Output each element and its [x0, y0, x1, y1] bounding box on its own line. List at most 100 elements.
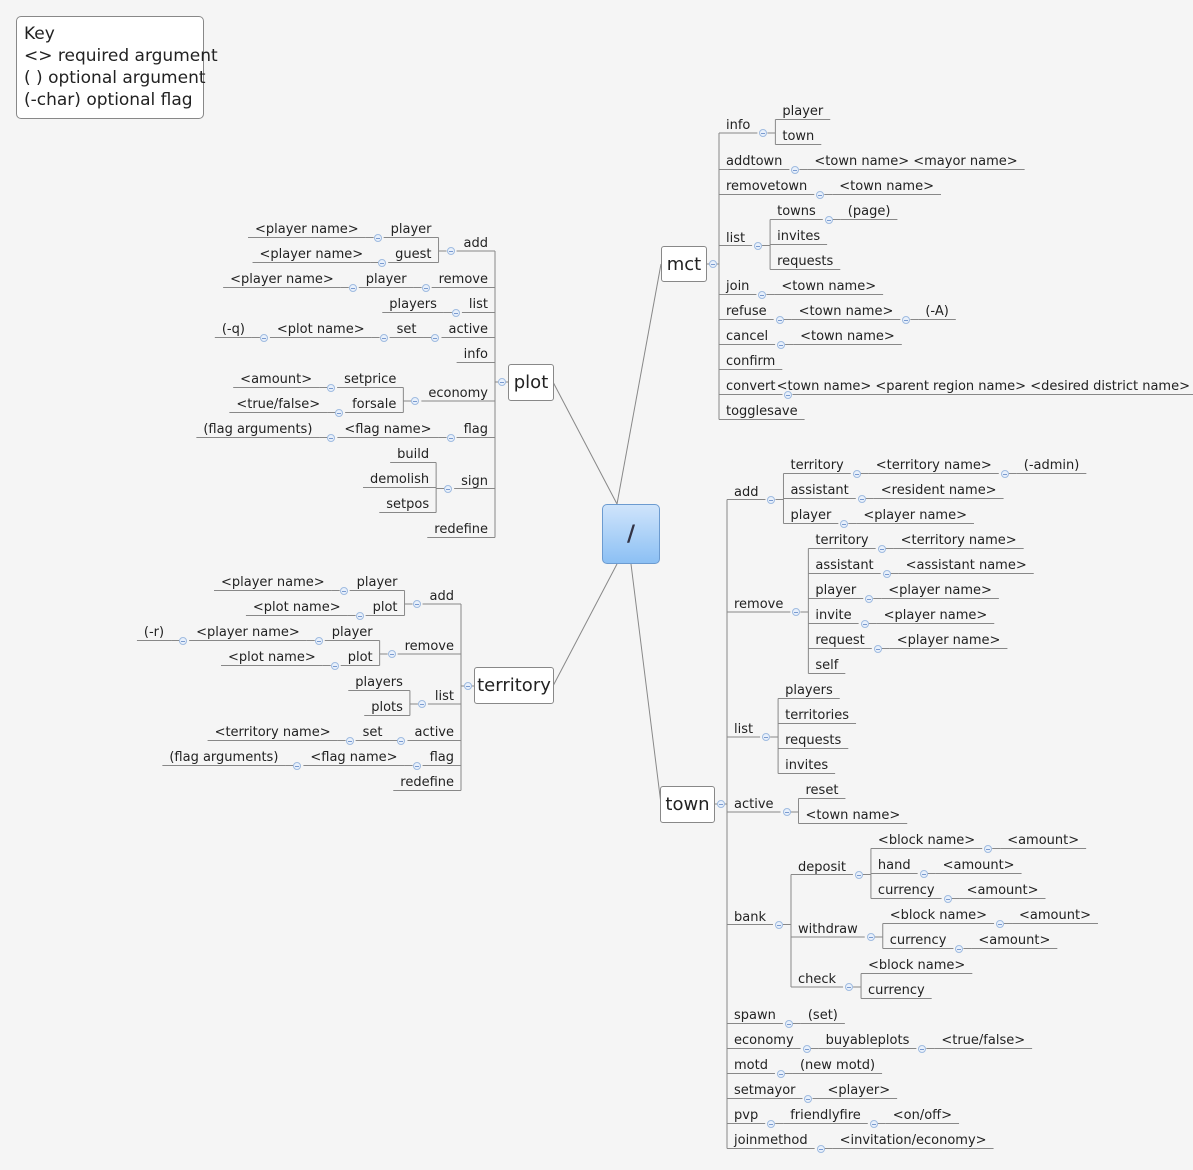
node-invite[interactable]: invite	[815, 607, 852, 623]
collapse-toggle-icon[interactable]	[854, 870, 863, 879]
collapse-toggle-icon[interactable]	[869, 1119, 878, 1128]
node-assistant-name[interactable]: <assistant name>	[905, 557, 1027, 573]
node-plot[interactable]: plot	[372, 599, 398, 615]
collapse-toggle-icon[interactable]	[327, 433, 336, 442]
node-friendlyfire[interactable]: friendlyfire	[790, 1107, 861, 1123]
node-town-name[interactable]: <town name>	[781, 278, 877, 294]
node-territory-name[interactable]: <territory name>	[214, 724, 331, 740]
node-buyableplots[interactable]: buyableplots	[825, 1032, 910, 1048]
node-add[interactable]: add	[734, 484, 759, 500]
node-motd[interactable]: motd	[734, 1057, 768, 1073]
node-economy[interactable]: economy	[734, 1032, 794, 1048]
node-towns[interactable]: towns	[777, 203, 816, 219]
node-cancel[interactable]: cancel	[726, 328, 769, 344]
node-resident-name[interactable]: <resident name>	[880, 482, 997, 498]
collapse-toggle-icon[interactable]	[293, 761, 302, 770]
node-addtown[interactable]: addtown	[726, 153, 783, 169]
node-plots[interactable]: plots	[371, 699, 403, 715]
collapse-toggle-icon[interactable]	[421, 283, 430, 292]
root-node[interactable]: /	[602, 504, 660, 564]
node-demolish[interactable]: demolish	[370, 471, 430, 487]
node-player[interactable]: player	[782, 103, 824, 119]
node-plot-name[interactable]: <plot name>	[252, 599, 341, 615]
node-assistant[interactable]: assistant	[790, 482, 849, 498]
collapse-toggle-icon[interactable]	[804, 1094, 813, 1103]
node-flag-name[interactable]: <flag name>	[310, 749, 398, 765]
node-info[interactable]: info	[726, 118, 751, 133]
node-on-off[interactable]: <on/off>	[892, 1107, 953, 1123]
collapse-toggle-icon[interactable]	[444, 484, 453, 493]
node-forsale[interactable]: forsale	[352, 396, 397, 412]
node-plot-name[interactable]: <plot name>	[276, 321, 365, 337]
collapse-toggle-icon[interactable]	[877, 544, 886, 553]
node-player[interactable]: player	[390, 221, 432, 237]
node-bank[interactable]: bank	[734, 909, 766, 925]
node-flag[interactable]: flag	[463, 421, 488, 437]
node-player-name[interactable]: <player name>	[896, 632, 1001, 648]
node-redefine[interactable]: redefine	[434, 521, 488, 537]
node-territories[interactable]: territories	[785, 707, 850, 723]
collapse-toggle-icon[interactable]	[411, 397, 420, 405]
collapse-toggle-icon[interactable]	[824, 215, 833, 224]
node-player[interactable]: player	[356, 574, 398, 590]
node-plot-name[interactable]: <plot name>	[228, 649, 316, 665]
node-player-name[interactable]: <player name>	[196, 624, 300, 640]
node-active[interactable]: active	[414, 724, 454, 740]
collapse-toggle-icon[interactable]	[717, 800, 725, 808]
node-redefine[interactable]: redefine	[400, 774, 454, 790]
node-town[interactable]: town	[782, 128, 815, 144]
node-player-name[interactable]: <player name>	[255, 221, 359, 237]
node-player-name[interactable]: <player name>	[888, 582, 992, 598]
node-territory[interactable]: territory	[790, 457, 844, 473]
node-join[interactable]: join	[726, 278, 750, 294]
node-deposit[interactable]: deposit	[797, 859, 846, 875]
node-player-name[interactable]: <player name>	[863, 507, 967, 523]
collapse-toggle-icon[interactable]	[866, 933, 875, 941]
node-set[interactable]: set	[362, 724, 383, 740]
collapse-toggle-icon[interactable]	[784, 390, 793, 399]
node-territory-name[interactable]: <territory name>	[900, 532, 1017, 548]
collapse-toggle-icon[interactable]	[791, 165, 800, 174]
collapse-toggle-icon[interactable]	[775, 315, 784, 324]
collapse-toggle-icon[interactable]	[355, 611, 364, 620]
node-self[interactable]: self	[815, 657, 839, 673]
node-amount[interactable]: <amount>	[1019, 907, 1091, 923]
node-removetown[interactable]: removetown	[726, 178, 808, 194]
collapse-toggle-icon[interactable]	[777, 340, 786, 349]
node-town-name[interactable]: <town name>	[805, 807, 901, 823]
node-add[interactable]: add	[463, 236, 488, 251]
collapse-toggle-icon[interactable]	[865, 594, 874, 603]
collapse-toggle-icon[interactable]	[464, 682, 472, 690]
collapse-toggle-icon[interactable]	[387, 650, 396, 658]
node-guest[interactable]: guest	[395, 246, 432, 262]
collapse-toggle-icon[interactable]	[857, 494, 866, 503]
node-invites[interactable]: invites	[785, 757, 829, 773]
collapse-toggle-icon[interactable]	[860, 619, 869, 628]
collapse-toggle-icon[interactable]	[759, 129, 768, 137]
collapse-toggle-icon[interactable]	[412, 600, 421, 608]
node-player-name[interactable]: <player name>	[883, 607, 988, 623]
collapse-toggle-icon[interactable]	[339, 586, 348, 595]
node-joinmethod[interactable]: joinmethod	[734, 1132, 808, 1148]
node-town-name[interactable]: <town name>	[839, 178, 934, 194]
collapse-toggle-icon[interactable]	[498, 378, 506, 386]
collapse-toggle-icon[interactable]	[446, 433, 455, 442]
node-remove[interactable]: remove	[438, 271, 488, 287]
collapse-toggle-icon[interactable]	[919, 869, 928, 878]
node-players[interactable]: players	[355, 674, 403, 690]
collapse-toggle-icon[interactable]	[348, 283, 357, 292]
node-add[interactable]: add	[429, 589, 454, 604]
node-player[interactable]: player	[365, 271, 407, 287]
collapse-toggle-icon[interactable]	[431, 333, 440, 342]
node-player[interactable]: player	[790, 507, 832, 523]
collapse-toggle-icon[interactable]	[758, 290, 767, 299]
node-player-name[interactable]: <player name>	[221, 574, 325, 590]
collapse-toggle-icon[interactable]	[873, 644, 882, 653]
collapse-toggle-icon[interactable]	[335, 408, 344, 417]
node-amount[interactable]: <amount>	[942, 857, 1015, 873]
node-reset[interactable]: reset	[805, 782, 839, 798]
collapse-toggle-icon[interactable]	[179, 636, 188, 645]
collapse-toggle-icon[interactable]	[776, 1069, 785, 1078]
node-list[interactable]: list	[468, 296, 488, 312]
collapse-toggle-icon[interactable]	[451, 308, 460, 317]
